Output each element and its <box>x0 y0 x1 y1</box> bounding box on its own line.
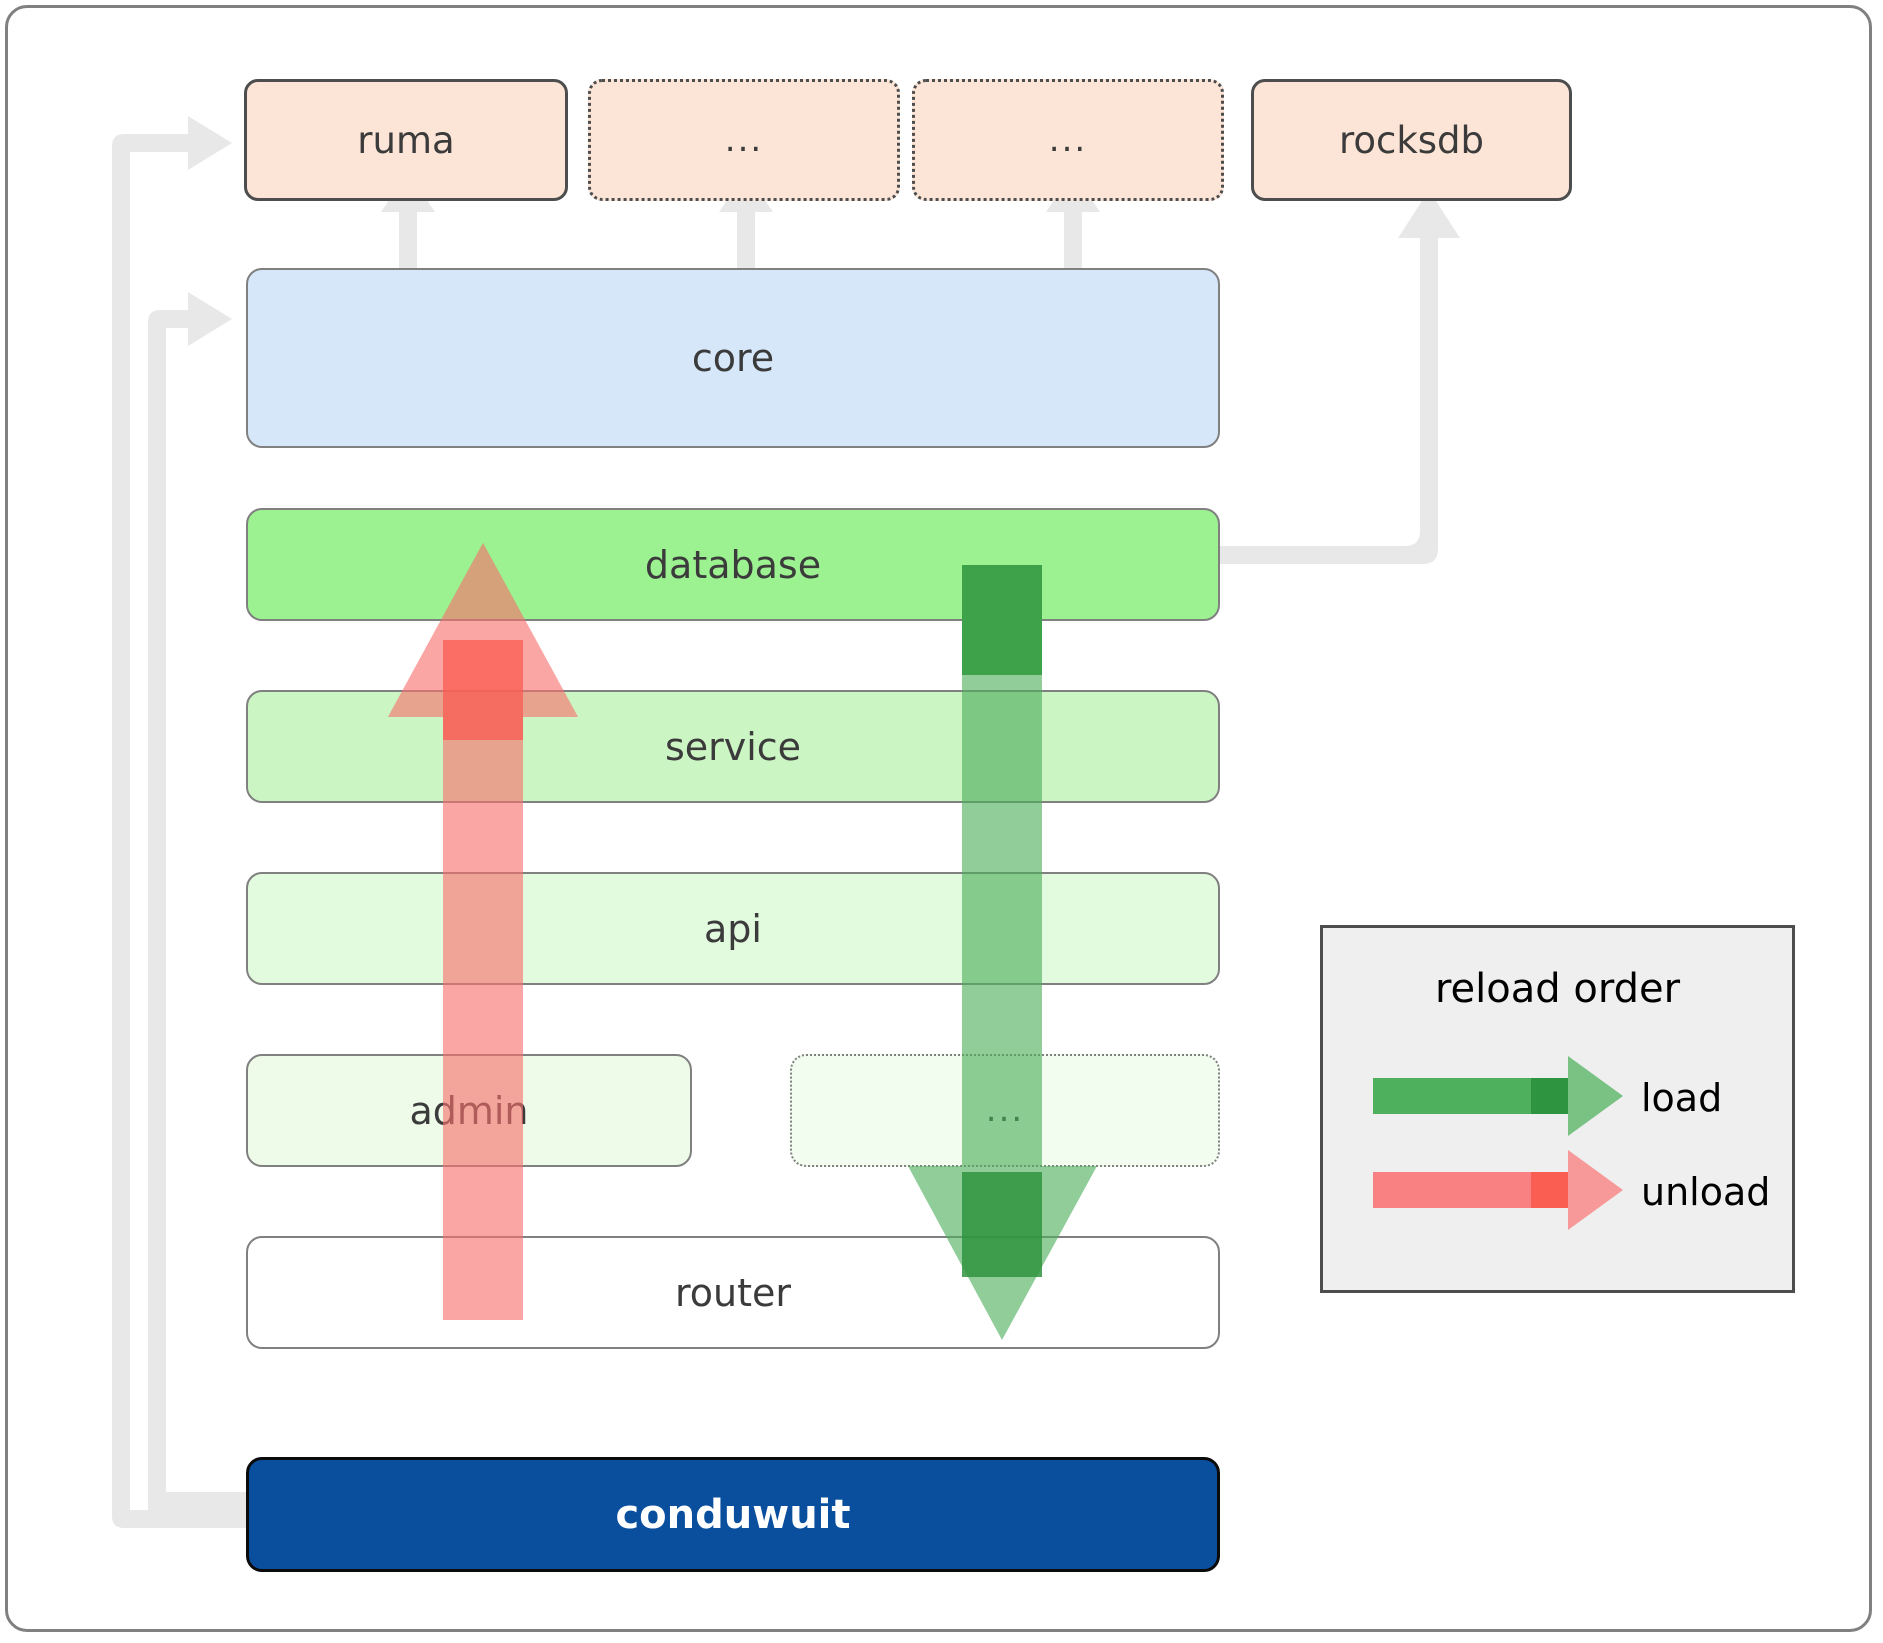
layer-label: database <box>644 542 822 587</box>
layer-database[interactable]: database <box>246 508 1220 621</box>
legend-label-load: load <box>1641 1076 1723 1120</box>
layer-label: api <box>704 906 762 951</box>
legend-swatch-load <box>1373 1056 1623 1136</box>
legend-title: reload order <box>1434 966 1681 1012</box>
layer-label: router <box>674 1270 792 1315</box>
layer-router[interactable]: router <box>246 1236 1220 1349</box>
diagram-frame <box>5 5 1872 1632</box>
layer-api[interactable]: api <box>246 872 1220 985</box>
layer-service[interactable]: service <box>246 690 1220 803</box>
layer-label: service <box>664 724 802 769</box>
external-node-ext-more-1[interactable]: ... <box>588 79 900 201</box>
layer-label: ... <box>985 1090 1025 1131</box>
layer-label: core <box>691 336 775 380</box>
legend-label-unload: unload <box>1641 1170 1771 1214</box>
external-node-label: ... <box>1048 119 1088 160</box>
external-node-label: ... <box>724 119 764 160</box>
root-node-conduwuit[interactable]: conduwuit <box>246 1457 1220 1572</box>
external-node-label: ruma <box>357 118 455 162</box>
layer-label: admin <box>409 1088 529 1133</box>
layer-admin-sibling[interactable]: ... <box>790 1054 1220 1167</box>
legend-swatch-unload <box>1373 1150 1623 1230</box>
external-node-rocksdb[interactable]: rocksdb <box>1251 79 1572 201</box>
external-node-label: rocksdb <box>1338 118 1485 162</box>
root-node-label: conduwuit <box>615 1491 851 1538</box>
legend-panel: reload order load unload <box>1320 925 1795 1293</box>
legend-swatches <box>1373 1056 1623 1230</box>
layer-admin[interactable]: admin <box>246 1054 692 1167</box>
external-node-ruma[interactable]: ruma <box>244 79 568 201</box>
external-node-ext-more-2[interactable]: ... <box>912 79 1224 201</box>
layer-core[interactable]: core <box>246 268 1220 448</box>
